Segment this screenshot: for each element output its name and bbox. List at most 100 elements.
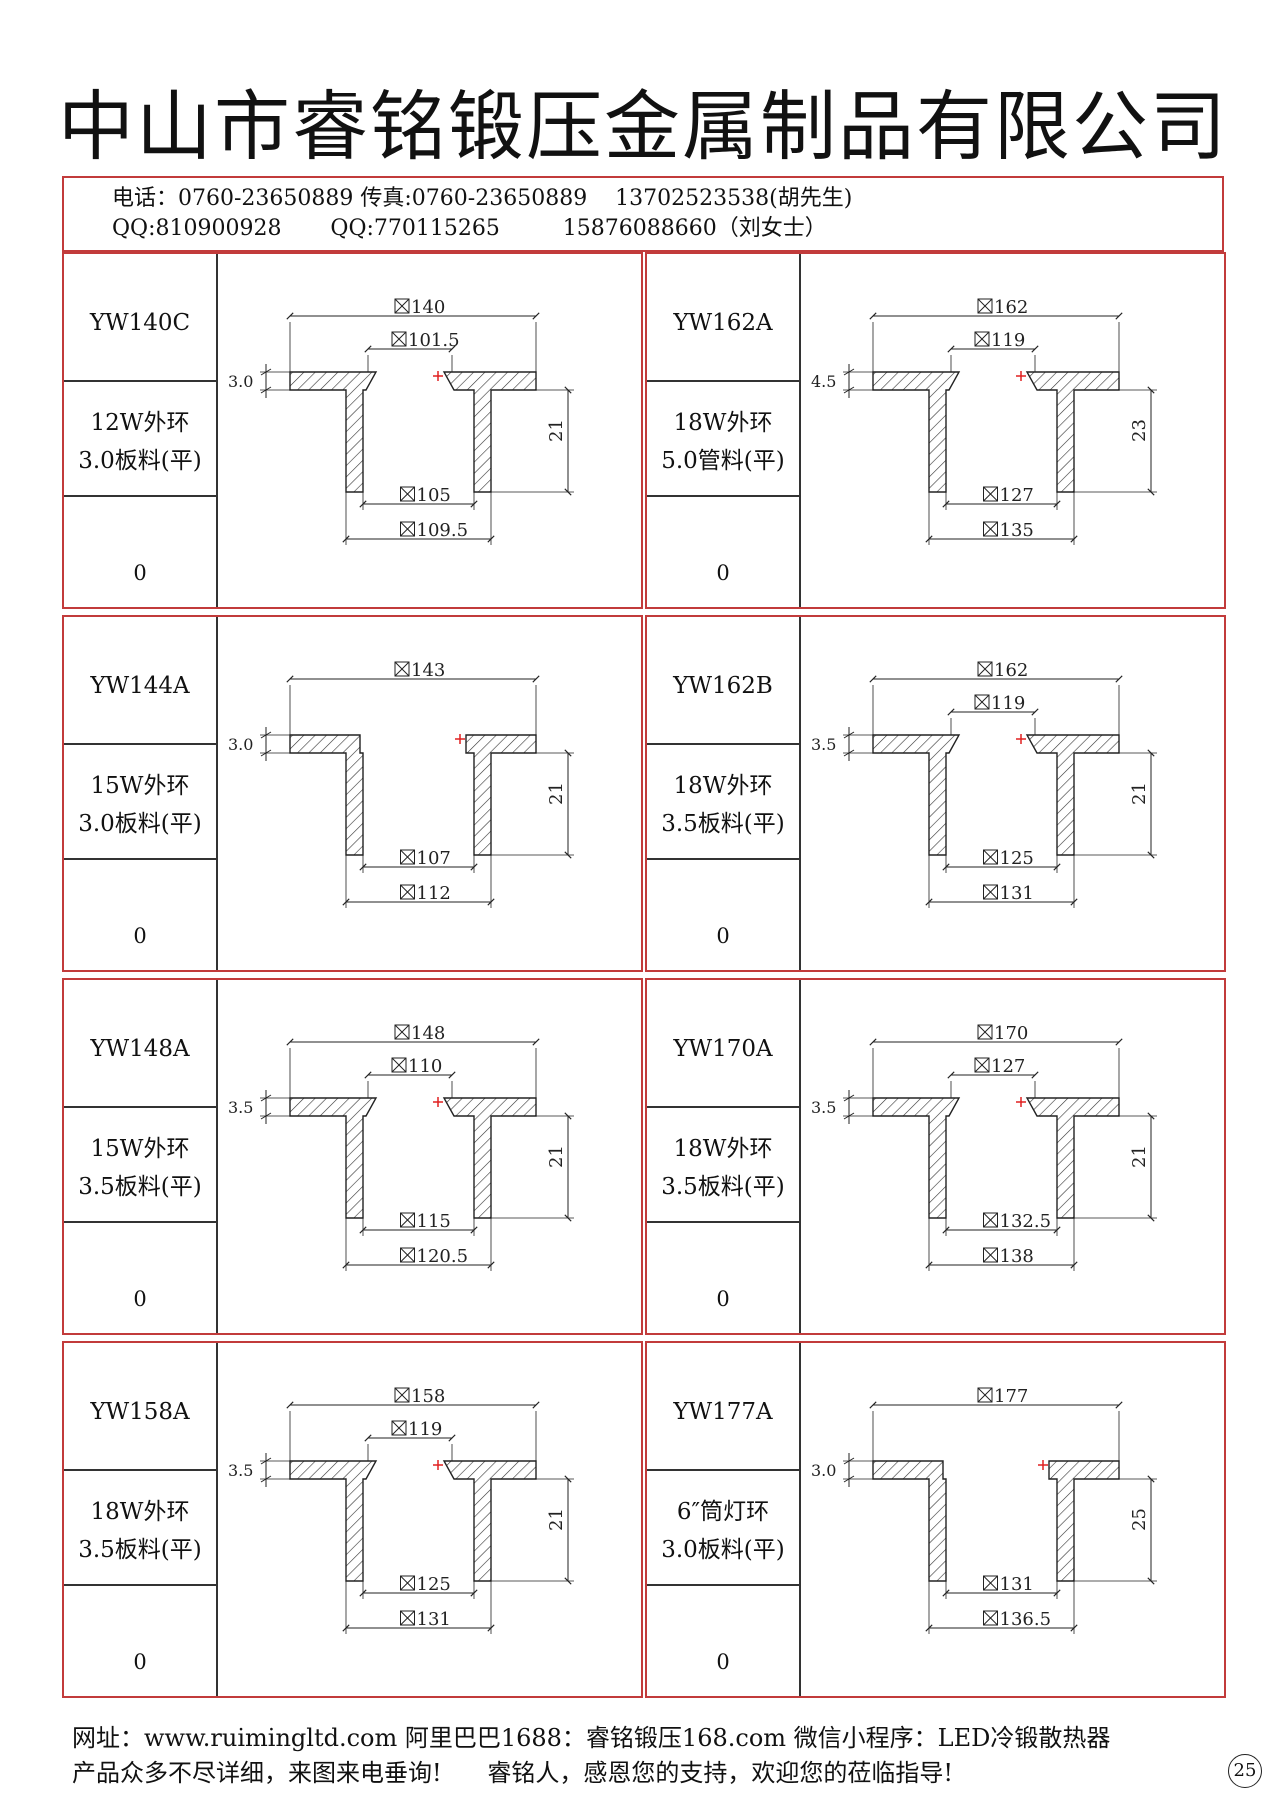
product-code: YW148A: [90, 1036, 190, 1062]
product-desc-cell: 6″筒灯环 3.0板料(平): [647, 1471, 799, 1586]
dim-inner-top: 127: [947, 1056, 1039, 1098]
product-desc-cell: 15W外环 3.0板料(平): [64, 745, 216, 860]
profile-left-section: [872, 734, 961, 856]
company-title: 中山市睿铭锻压金属制品有限公司: [58, 82, 1228, 171]
svg-text:21: 21: [546, 782, 567, 805]
product-code-cell: YW148A: [64, 980, 216, 1108]
dim-bottom-inner: 125: [942, 848, 1061, 873]
svg-text:119: 119: [408, 1419, 442, 1440]
footer-website-line: 网址：www.ruimingltd.com 阿里巴巴1688：睿铭锻压168.c…: [72, 1724, 1111, 1752]
dim-top-width: 177: [869, 1386, 1123, 1461]
product-qty: 0: [716, 1287, 730, 1311]
svg-text:125: 125: [1000, 848, 1034, 869]
product-code: YW144A: [90, 673, 190, 699]
dim-top-width: 148: [286, 1023, 540, 1098]
product-desc-power: 18W外环: [90, 1499, 190, 1525]
product-info-column: YW177A 6″筒灯环 3.0板料(平) 0: [647, 1343, 801, 1696]
svg-text:3.0: 3.0: [228, 372, 253, 391]
product-info-column: YW162B 18W外环 3.5板料(平) 0: [647, 617, 801, 970]
product-info-column: YW144A 15W外环 3.0板料(平) 0: [64, 617, 218, 970]
product-qty-cell: 0: [647, 497, 799, 607]
svg-text:158: 158: [411, 1386, 445, 1407]
dim-bottom-outer: 120.5: [342, 1218, 495, 1271]
dim-bottom-inner: 115: [359, 1211, 478, 1236]
dim-thickness: 3.0: [228, 727, 290, 761]
profile-left-section: [289, 734, 364, 856]
svg-text:25: 25: [1129, 1508, 1150, 1531]
dim-thickness: 3.0: [228, 364, 290, 398]
dim-height: 25: [1074, 1475, 1157, 1585]
dim-thickness: 3.5: [811, 727, 873, 761]
dim-bottom-inner: 105: [359, 485, 478, 510]
dim-thickness: 3.0: [811, 1453, 873, 1487]
page-number: 25: [1228, 1754, 1262, 1788]
product-desc-material: 3.5板料(平): [661, 1174, 785, 1200]
profile-left-section: [872, 371, 961, 493]
product-qty-cell: 0: [647, 1223, 799, 1333]
product-qty-cell: 0: [64, 497, 216, 607]
contact-box: 电话：0760-23650889 传真:0760-23650889 137025…: [62, 176, 1224, 252]
product-desc-power: 15W外环: [90, 773, 190, 799]
dim-inner-top: 110: [364, 1056, 456, 1098]
product-desc-material: 3.0板料(平): [78, 811, 202, 837]
product-desc-cell: 18W外环 5.0管料(平): [647, 382, 799, 497]
product-qty: 0: [716, 924, 730, 948]
dim-height: 21: [491, 749, 574, 859]
dim-thickness: 3.5: [228, 1453, 290, 1487]
dim-top-width: 162: [869, 660, 1123, 735]
product-desc-cell: 18W外环 3.5板料(平): [64, 1471, 216, 1586]
product-desc-material: 3.5板料(平): [78, 1537, 202, 1563]
product-code-cell: YW162B: [647, 617, 799, 745]
profile-right-section: [465, 734, 537, 856]
product-code-cell: YW144A: [64, 617, 216, 745]
product-desc-cell: 18W外环 3.5板料(平): [647, 1108, 799, 1223]
product-code-cell: YW170A: [647, 980, 799, 1108]
svg-text:112: 112: [417, 883, 451, 904]
dim-bottom-inner: 107: [359, 848, 478, 873]
product-desc-cell: 15W外环 3.5板料(平): [64, 1108, 216, 1223]
svg-text:21: 21: [546, 1508, 567, 1531]
dim-inner-top: 119: [947, 693, 1039, 735]
profile-left-section: [289, 1460, 378, 1582]
svg-text:21: 21: [546, 1145, 567, 1168]
product-desc-material: 3.5板料(平): [661, 811, 785, 837]
svg-text:162: 162: [994, 660, 1028, 681]
svg-text:3.5: 3.5: [228, 1098, 253, 1117]
svg-text:140: 140: [411, 297, 445, 318]
product-qty-cell: 0: [64, 1586, 216, 1696]
svg-text:125: 125: [417, 1574, 451, 1595]
product-code-cell: YW162A: [647, 254, 799, 382]
dim-bottom-outer: 135: [925, 492, 1078, 545]
svg-text:109.5: 109.5: [417, 520, 469, 541]
product-desc-power: 12W外环: [90, 410, 190, 436]
svg-text:119: 119: [991, 330, 1025, 351]
dim-bottom-outer: 136.5: [925, 1581, 1078, 1634]
product-desc-material: 3.5板料(平): [78, 1174, 202, 1200]
dim-top-width: 170: [869, 1023, 1123, 1098]
svg-text:101.5: 101.5: [408, 330, 460, 351]
profile-right-section: [1025, 1097, 1120, 1219]
svg-text:21: 21: [546, 419, 567, 442]
profile-right-section: [442, 1460, 537, 1582]
product-qty-cell: 0: [647, 1586, 799, 1696]
dim-thickness: 4.5: [811, 364, 873, 398]
profile-left-section: [872, 1460, 947, 1582]
dim-top-width: 140: [286, 297, 540, 372]
svg-text:3.5: 3.5: [811, 735, 836, 754]
product-code: YW158A: [90, 1399, 190, 1425]
